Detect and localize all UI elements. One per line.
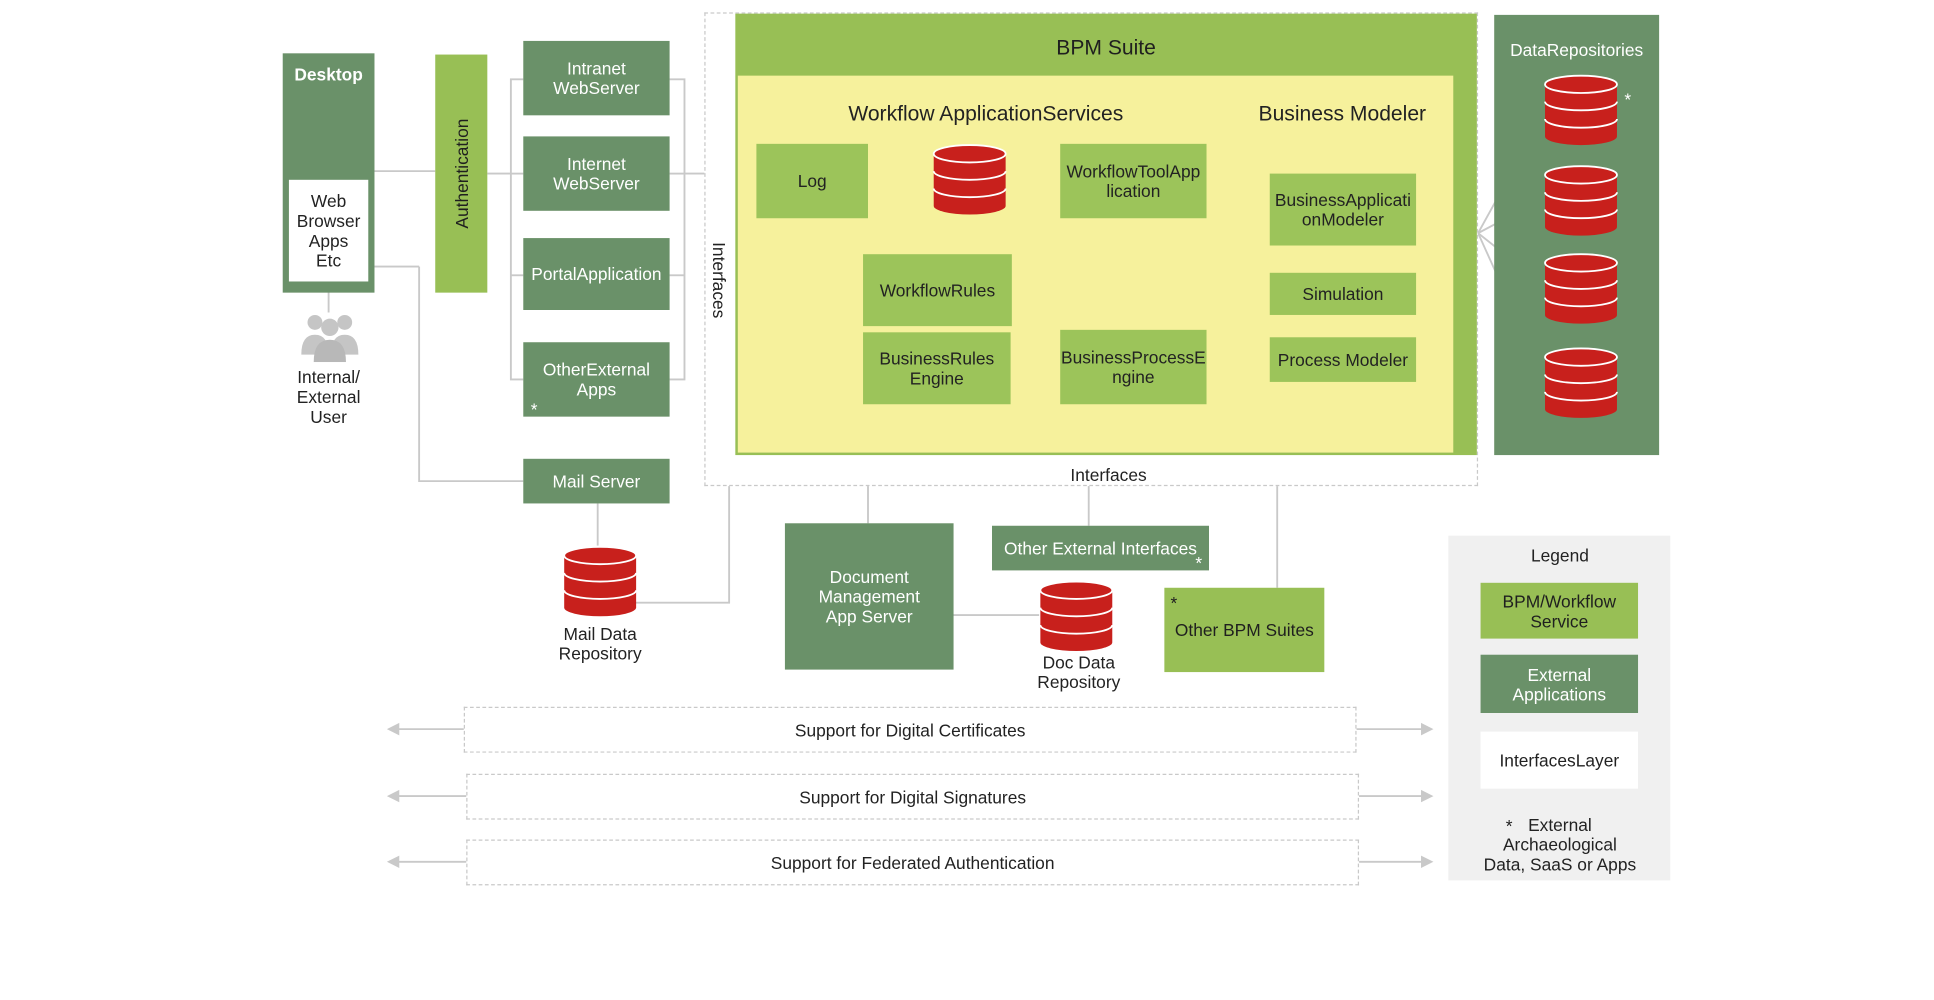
data-repository-icon-2 [1544,165,1618,236]
mail-repo-label: Mail Data Repository [558,623,642,664]
mail-database-icon [563,545,638,617]
data-repo-asterisk: * [1624,89,1632,110]
business-modeler-title: Business Modeler [1258,101,1427,126]
simulation-label: Simulation [1302,283,1384,304]
legend-interfaces-label: InterfacesLayer [1499,750,1620,771]
portal-application-label: PortalApplication [531,264,662,284]
business-app-modeler-box[interactable]: BusinessApplicati onModeler [1269,173,1417,246]
desktop-title: Desktop [294,64,363,85]
users-icon [301,314,359,363]
web-browser-box: Web Browser Apps Etc [288,179,369,282]
intranet-webserver-box[interactable]: Intranet WebServer [523,40,670,116]
mail-server-label: Mail Server [552,471,641,492]
process-modeler-label: Process Modeler [1277,349,1409,370]
internet-webserver-box[interactable]: Internet WebServer [523,136,670,211]
other-bpm-suites-label: Other BPM Suites [1174,620,1314,640]
log-box[interactable]: Log [756,143,868,219]
support-federated-authentication: Support for Federated Authentication [466,839,1360,886]
business-rules-engine-box[interactable]: BusinessRules Engine [863,332,1011,405]
legend-asterisk: * [1505,815,1513,836]
mail-server-box[interactable]: Mail Server [523,458,670,504]
other-bpm-suites-box[interactable]: Other BPM Suites * [1164,587,1325,673]
other-external-apps-box[interactable]: OtherExternal Apps * [523,342,670,420]
other-external-interfaces-box[interactable]: Other External Interfaces * [992,525,1209,573]
document-management-label: Document Management App Server [818,566,920,627]
bpm-suite-title: BPM Suite [1056,35,1156,60]
interfaces-asterisk: * [1195,553,1203,573]
support-federated-label: Support for Federated Authentication [770,852,1055,873]
authentication-label: Authentication [451,118,472,229]
interfaces-horizontal-label: Interfaces [1070,465,1147,485]
business-app-modeler-label: BusinessApplicati onModeler [1274,189,1411,230]
other-external-apps-label: OtherExternal Apps [542,359,650,400]
legend-bpm-label: BPM/Workflow Service [1502,590,1617,631]
legend-external-swatch: External Applications [1480,654,1639,713]
internet-webserver-label: Internet WebServer [553,153,640,194]
support-signatures-label: Support for Digital Signatures [799,786,1027,807]
workflow-tool-app-box[interactable]: WorkflowToolApp lication [1060,143,1207,219]
data-repository-icon-4 [1544,347,1618,418]
authentication-box[interactable]: Authentication [435,54,488,293]
process-modeler-box[interactable]: Process Modeler [1269,337,1417,382]
user-label: Internal/ External User [296,367,361,427]
data-repository-icon-3 [1544,253,1618,324]
workflow-rules-box[interactable]: WorkflowRules [863,254,1012,327]
document-management-box[interactable]: Document Management App Server [784,523,954,670]
workflow-database-icon [932,144,1007,215]
interfaces-frame [704,12,1479,487]
interfaces-vertical-label: Interfaces [709,242,730,319]
intranet-webserver-label: Intranet WebServer [553,58,640,98]
portal-application-box[interactable]: PortalApplication [523,238,670,310]
log-label: Log [797,171,827,191]
workflow-services-title: Workflow ApplicationServices [848,101,1124,126]
support-digital-certificates: Support for Digital Certificates [463,706,1357,753]
legend-bpm-swatch: BPM/Workflow Service [1480,582,1639,639]
legend-note: External Archaeological Data, SaaS or Ap… [1483,814,1637,875]
bpm-asterisk: * [1170,592,1178,613]
legend-interfaces-swatch: InterfacesLayer [1480,731,1639,789]
business-process-engine-box[interactable]: BusinessProcessE ngine [1060,329,1207,405]
legend-external-label: External Applications [1512,664,1607,704]
other-external-interfaces-label: Other External Interfaces [1003,538,1197,558]
business-rules-engine-label: BusinessRules Engine [879,348,995,389]
doc-repo-label: Doc Data Repository [1037,652,1121,692]
doc-database-icon [1039,580,1114,651]
simulation-box[interactable]: Simulation [1269,272,1417,315]
support-digital-signatures: Support for Digital Signatures [466,773,1360,820]
support-certificates-label: Support for Digital Certificates [794,719,1026,740]
data-repository-icon-1 [1544,74,1618,146]
web-browser-label: Web Browser Apps Etc [296,190,361,271]
workflow-rules-label: WorkflowRules [879,280,996,301]
workflow-tool-app-label: WorkflowToolApp lication [1066,161,1201,201]
external-asterisk: * [530,399,538,420]
data-repositories-title: DataRepositories [1510,39,1644,60]
legend-title: Legend [1530,545,1589,566]
business-process-engine-label: BusinessProcessE ngine [1060,347,1206,387]
